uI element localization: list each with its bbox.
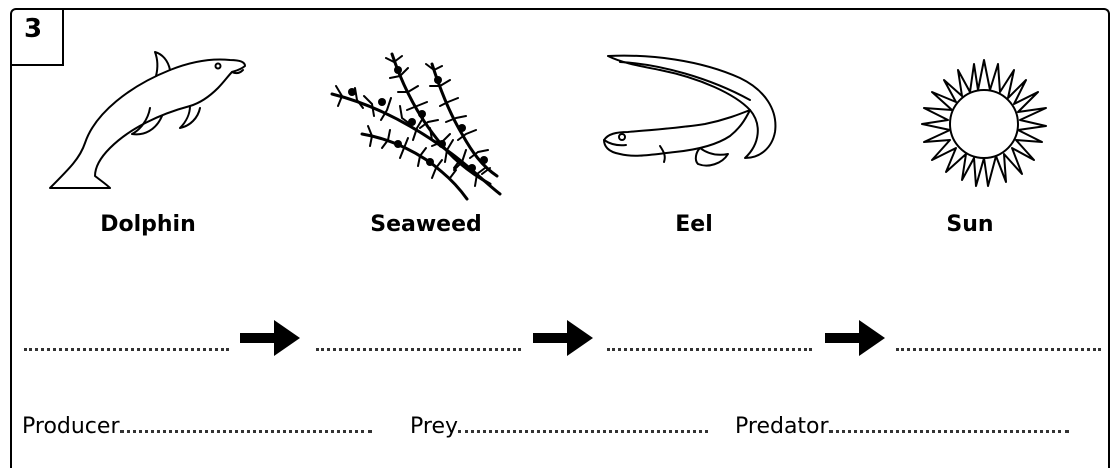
role-prey: Prey bbox=[410, 412, 708, 439]
organism-label-dolphin: Dolphin bbox=[28, 212, 268, 237]
organism-label-sun: Sun bbox=[850, 212, 1090, 237]
role-label-producer: Producer bbox=[22, 414, 120, 439]
role-label-predator: Predator bbox=[735, 414, 829, 439]
role-answer-predator[interactable] bbox=[829, 412, 1069, 433]
food-chain-blank-2[interactable] bbox=[316, 338, 521, 351]
arrow-right-icon bbox=[823, 318, 887, 358]
role-predator: Predator bbox=[735, 412, 1069, 439]
arrow-right-icon bbox=[238, 318, 302, 358]
food-chain-blank-4[interactable] bbox=[896, 338, 1101, 351]
role-label-prey: Prey bbox=[410, 414, 458, 439]
food-chain-blank-3[interactable] bbox=[607, 338, 812, 351]
seaweed-icon bbox=[322, 44, 512, 204]
food-chain-blank-1[interactable] bbox=[24, 338, 229, 351]
organism-label-seaweed: Seaweed bbox=[306, 212, 546, 237]
dolphin-icon bbox=[40, 48, 250, 196]
organism-label-eel: Eel bbox=[574, 212, 814, 237]
sun-icon bbox=[918, 58, 1050, 190]
role-answer-prey[interactable] bbox=[458, 412, 708, 433]
role-producer: Producer bbox=[22, 412, 372, 439]
role-answer-producer[interactable] bbox=[120, 412, 372, 433]
eel-icon bbox=[600, 48, 782, 180]
arrow-right-icon bbox=[531, 318, 595, 358]
